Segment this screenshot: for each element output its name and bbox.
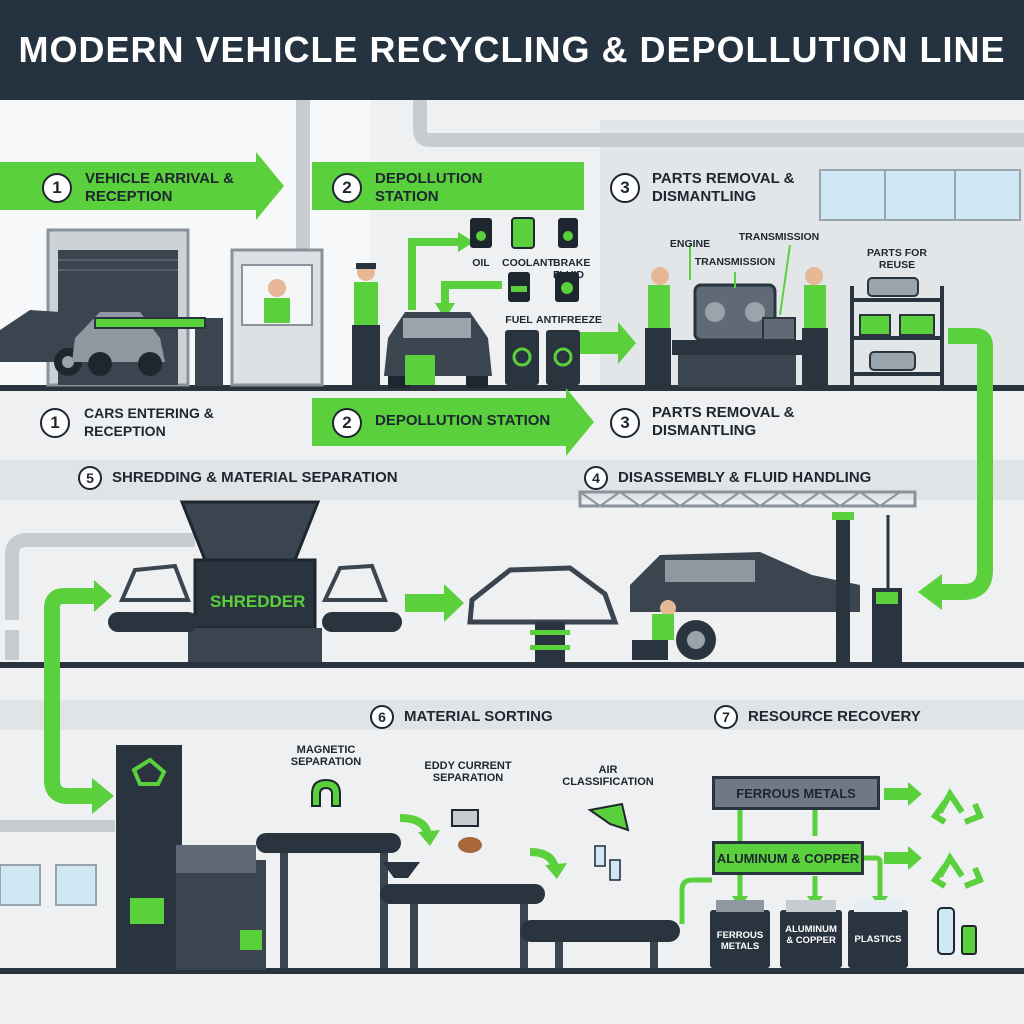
step-number-6: 6 xyxy=(370,705,394,729)
step-number-mid-3: 3 xyxy=(610,408,640,438)
recovery-box-ferrous: FERROUS METALS xyxy=(712,776,880,810)
step-label-cars-entering: CARS ENTERING & RECEPTION xyxy=(84,405,214,439)
scene-illustration xyxy=(0,100,1024,1024)
step-number-1: 1 xyxy=(42,173,72,203)
part-label-parts-for-reuse: PARTS FOR REUSE xyxy=(867,247,927,271)
shredder-label: SHREDDER xyxy=(210,592,306,611)
step-number-3: 3 xyxy=(610,173,640,203)
step-number-mid-1: 1 xyxy=(40,408,70,438)
part-label-transmission: TRANSMISSION xyxy=(694,256,776,268)
step-label-parts-removal-mid: PARTS REMOVAL & DISMANTLING xyxy=(652,404,795,439)
bin-label-aluminum-copper: ALUMINUM & COPPER xyxy=(785,924,837,946)
sorting-label-eddy: EDDY CURRENT SEPARATION xyxy=(424,760,512,784)
step-number-mid-2: 2 xyxy=(332,408,362,438)
step-label-vehicle-arrival: VEHICLE ARRIVAL & RECEPTION xyxy=(85,170,234,205)
header-banner: MODERN VEHICLE RECYCLING & DEPOLLUTION L… xyxy=(0,0,1024,100)
sorting-label-magnetic: MAGNETIC SEPARATION xyxy=(290,744,362,768)
recovery-box-aluminum-copper: ALUMINUM & COPPER xyxy=(712,841,864,875)
step-label-material-sorting: MATERIAL SORTING xyxy=(404,708,553,725)
fluid-label-coolant: COOLANT xyxy=(502,257,554,269)
step-label-parts-removal: PARTS REMOVAL & DISMANTLING xyxy=(652,170,795,205)
bin-label-ferrous: FERROUS METALS xyxy=(716,930,764,952)
fluid-label-fuel: FUEL xyxy=(505,314,533,326)
bin-label-plastics: PLASTICS xyxy=(854,934,902,945)
step-number-7: 7 xyxy=(714,705,738,729)
sorting-label-air: AIR CLASSIFICATION xyxy=(562,764,654,788)
scene: 1 VEHICLE ARRIVAL & RECEPTION 2 DEPOLLUT… xyxy=(0,100,1024,1024)
part-label-transmission-top: TRANSMISSION xyxy=(738,231,820,243)
step-label-resource-recovery: RESOURCE RECOVERY xyxy=(748,708,921,725)
step-label-shredding: SHREDDING & MATERIAL SEPARATION xyxy=(112,469,398,486)
fluid-label-oil: OIL xyxy=(472,257,490,269)
part-label-engine: ENGINE xyxy=(669,238,711,250)
page-title: MODERN VEHICLE RECYCLING & DEPOLLUTION L… xyxy=(18,29,1006,70)
step-number-2: 2 xyxy=(332,173,362,203)
step-number-4: 4 xyxy=(584,466,608,490)
fluid-label-brake-fluid: BRAKE FLUID xyxy=(553,257,591,281)
fluid-label-antifreeze: ANTIFREEZE xyxy=(536,314,602,326)
step-label-depollution: DEPOLLUTION STATION xyxy=(375,170,483,205)
step-label-depollution-mid: DEPOLLUTION STATION xyxy=(375,412,551,429)
step-label-disassembly: DISASSEMBLY & FLUID HANDLING xyxy=(618,469,872,486)
step-number-5: 5 xyxy=(78,466,102,490)
